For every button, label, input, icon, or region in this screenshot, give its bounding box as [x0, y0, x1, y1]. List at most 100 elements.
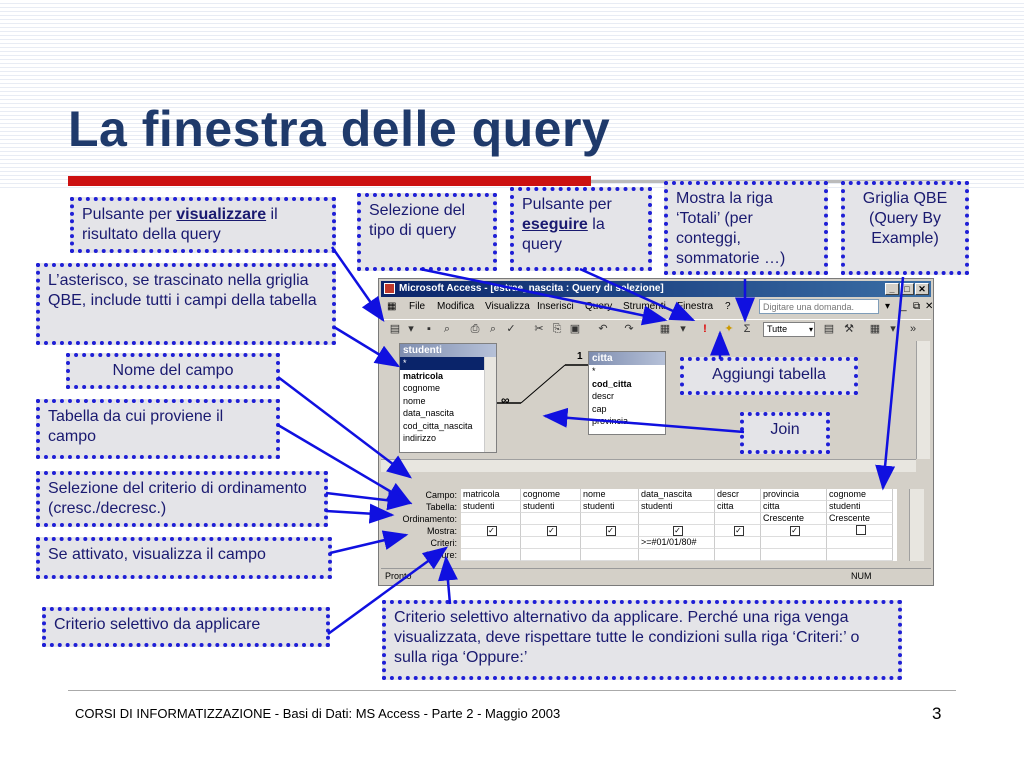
show-checkbox[interactable]: ✓ [605, 526, 616, 536]
grid-cell-criteri[interactable] [715, 537, 761, 549]
grid-cell-campo[interactable]: matricola [461, 489, 521, 501]
grid-cell-tabella[interactable]: studenti [461, 501, 521, 513]
menu-visualizza[interactable]: Visualizza [485, 301, 530, 312]
grid-cell-ordinamento[interactable] [521, 513, 581, 525]
cut-icon[interactable]: ✂ [534, 323, 544, 335]
grid-cell-tabella[interactable]: citta [761, 501, 827, 513]
grid-cell-tabella[interactable]: studenti [581, 501, 639, 513]
table-studenti-header[interactable]: studenti [400, 344, 496, 357]
grid-cell-mostra[interactable]: ✓ [521, 525, 581, 537]
save-icon[interactable]: ▪ [427, 323, 431, 335]
grid-cell-campo[interactable]: cognome [827, 489, 893, 501]
field-descr[interactable]: descr [592, 391, 615, 401]
table-pane-hscroll[interactable] [381, 459, 916, 472]
grid-cell-oppure[interactable] [581, 549, 639, 561]
grid-cell-mostra[interactable]: ✓ [639, 525, 715, 537]
grid-cell-oppure[interactable] [461, 549, 521, 561]
maximize-button[interactable]: □ [900, 283, 914, 295]
show-checkbox[interactable]: ✓ [789, 526, 800, 536]
new-object-icon[interactable]: ▾ [890, 323, 896, 335]
grid-cell-campo[interactable]: cognome [521, 489, 581, 501]
grid-cell-mostra[interactable]: ✓ [461, 525, 521, 537]
redo-icon[interactable]: ↷ [624, 323, 634, 335]
view-dropdown-icon[interactable]: ▾ [408, 323, 414, 335]
grid-cell-tabella[interactable]: studenti [827, 501, 893, 513]
menu-query[interactable]: Query [585, 301, 613, 312]
join-line[interactable] [381, 341, 916, 469]
spell-icon[interactable]: ✓ [506, 323, 516, 335]
grid-cell-oppure[interactable] [715, 549, 761, 561]
grid-cell-ordinamento[interactable] [461, 513, 521, 525]
search-icon[interactable]: ⌕ [443, 323, 451, 335]
totals-icon[interactable]: Σ [743, 323, 751, 335]
grid-cell-oppure[interactable] [639, 549, 715, 561]
menu-file[interactable]: File [409, 301, 426, 312]
field-data-nascita[interactable]: data_nascita [403, 408, 455, 418]
grid-cell-mostra[interactable]: ✓ [761, 525, 827, 537]
grid-cell-mostra[interactable]: ✓ [581, 525, 639, 537]
doc-minimize-icon[interactable]: _ [901, 301, 907, 312]
properties-icon[interactable]: ▤ [823, 323, 835, 335]
show-checkbox[interactable] [855, 525, 866, 535]
undo-icon[interactable]: ↶ [598, 323, 608, 335]
field-asterisk[interactable]: * [592, 366, 596, 376]
paste-icon[interactable]: ▣ [569, 323, 581, 335]
query-type-dropdown-icon[interactable]: ▾ [680, 323, 686, 335]
menu-finestra[interactable]: Finestra [677, 301, 714, 312]
grid-cell-tabella[interactable]: studenti [639, 501, 715, 513]
grid-cell-mostra[interactable]: ✓ [715, 525, 761, 537]
grid-cell-criteri[interactable] [761, 537, 827, 549]
field-indirizzo[interactable]: indirizzo [403, 433, 437, 443]
grid-cell-criteri[interactable] [521, 537, 581, 549]
grid-cell-tabella[interactable]: citta [715, 501, 761, 513]
grid-cell-campo[interactable]: nome [581, 489, 639, 501]
grid-cell-criteri[interactable] [581, 537, 639, 549]
grid-cell-criteri[interactable]: >=#01/01/80# [639, 537, 715, 549]
field-nome[interactable]: nome [403, 395, 426, 406]
grid-cell-ordinamento[interactable] [581, 513, 639, 525]
show-checkbox[interactable]: ✓ [733, 526, 744, 536]
grid-cell-criteri[interactable] [827, 537, 893, 549]
field-cod-citta[interactable]: cod_citta [592, 378, 632, 389]
grid-cell-tabella[interactable]: studenti [521, 501, 581, 513]
grid-cell-ordinamento[interactable] [715, 513, 761, 525]
database-window-icon[interactable]: ▦ [869, 323, 881, 335]
menu-strumenti[interactable]: Strumenti [623, 301, 666, 312]
grid-cell-ordinamento[interactable] [639, 513, 715, 525]
grid-cell-criteri[interactable] [461, 537, 521, 549]
grid-cell-campo[interactable]: descr [715, 489, 761, 501]
menu-inserisci[interactable]: Inserisci [537, 301, 574, 312]
run-icon[interactable]: ! [703, 323, 707, 335]
grid-cell-mostra[interactable] [827, 525, 893, 537]
grid-cell-campo[interactable]: provincia [761, 489, 827, 501]
grid-vscroll[interactable] [909, 489, 924, 561]
grid-cell-campo[interactable]: data_nascita [639, 489, 715, 501]
grid-cell-oppure[interactable] [521, 549, 581, 561]
build-icon[interactable]: ⚒ [844, 323, 854, 335]
toolbar-options-icon[interactable]: » [909, 323, 917, 335]
field-matricola[interactable]: matricola [403, 370, 444, 381]
field-cod-citta-nascita[interactable]: cod_citta_nascita [403, 420, 473, 431]
top-values-combo[interactable]: Tutte [763, 322, 815, 337]
table-pane-vscroll[interactable] [916, 341, 930, 459]
doc-restore-icon[interactable]: ⧉ [913, 301, 921, 312]
show-checkbox[interactable]: ✓ [672, 526, 683, 536]
table-studenti[interactable]: studenti * matricola cognome nome data_n… [399, 343, 497, 453]
copy-icon[interactable]: ⎘ [552, 323, 562, 335]
grid-cell-oppure[interactable] [827, 549, 893, 561]
grid-cell-ordinamento[interactable]: Crescente [761, 513, 827, 525]
grid-cell-ordinamento[interactable]: Crescente [827, 513, 893, 525]
show-checkbox[interactable]: ✓ [546, 526, 557, 536]
menu-modifica[interactable]: Modifica [437, 301, 475, 312]
table-studenti-scrollbar[interactable] [484, 357, 496, 452]
grid-cell-oppure[interactable] [761, 549, 827, 561]
ask-dropdown-icon[interactable]: ▾ [885, 301, 891, 312]
query-type-icon[interactable]: ▦ [659, 323, 671, 335]
show-checkbox[interactable]: ✓ [486, 526, 497, 536]
preview-icon[interactable]: ⌕ [489, 323, 497, 335]
ask-question-input[interactable]: Digitare una domanda. [759, 299, 879, 314]
menu-help[interactable]: ? [725, 301, 731, 312]
minimize-button[interactable]: _ [885, 283, 899, 295]
show-table-icon[interactable]: ✦ [724, 323, 734, 335]
